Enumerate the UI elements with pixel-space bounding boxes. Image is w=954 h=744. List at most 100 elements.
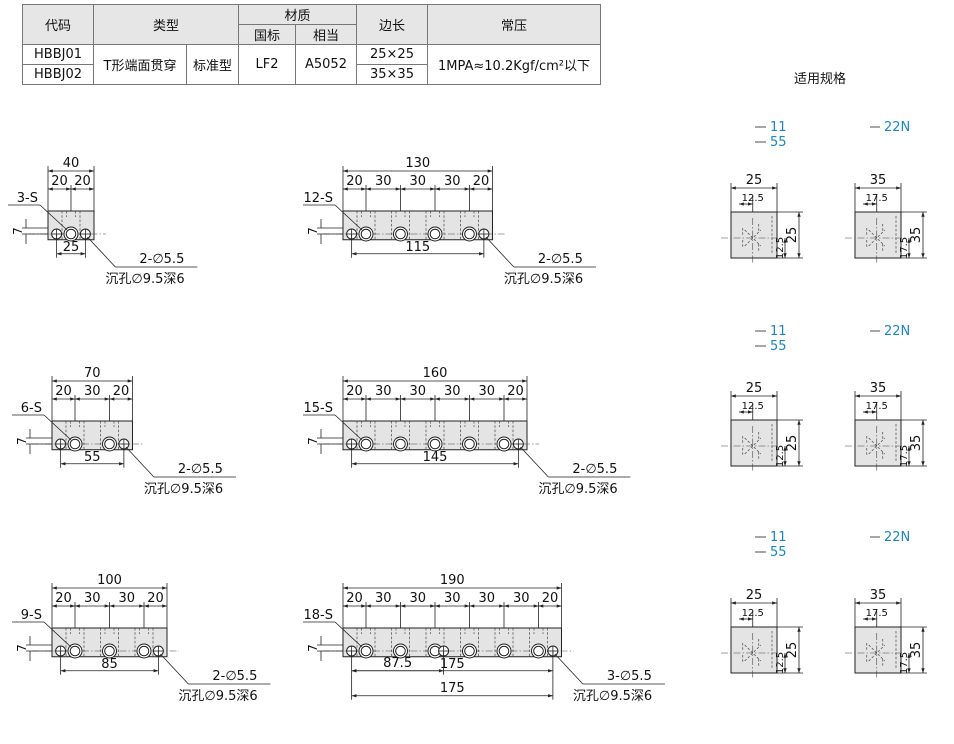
cell-code-2: HBBJ02 [22,64,94,85]
hole-note-label: 3-∅5.5 [607,669,652,684]
dim-side-half: 12.5 [742,401,764,412]
dim-side-half-height: 17.5 [899,237,910,259]
spec-label-22n: 22N [884,324,910,339]
hole-note-label: 2-∅5.5 [212,669,257,684]
dim-total-width: 130 [405,156,430,171]
dim-pitch: 30 [84,591,101,606]
dim-pitch: 20 [507,384,524,399]
side-view-block [854,419,902,467]
dim-pitch: 30 [84,384,101,399]
port-hole-inner [395,645,406,657]
dim-pitch: 20 [55,591,72,606]
port-hole-inner [533,645,544,657]
dim-pitch: 20 [473,174,490,189]
spec-label-55: 55 [770,545,787,560]
port-count-label: 3-S [17,191,38,206]
spec-label-11: 11 [770,120,787,135]
dim-side-half-height: 12.5 [775,237,786,259]
dim-side-half: 12.5 [742,608,764,619]
th-material: 材质 [238,4,357,25]
dim-hole-pitch: 115 [405,240,430,255]
hole-note-label: 2-∅5.5 [178,462,223,477]
hidden-edge [868,229,885,247]
port-hole-inner [429,228,441,240]
dim-mid: 87.5 [383,656,412,671]
manifold-block-6 [342,627,562,658]
side-view-block [730,211,778,259]
port-hole-inner [429,438,441,450]
cell-pressure: 1MPA≈10.2Kgf/cm²以下 [427,44,601,85]
dim-side-width: 35 [870,588,887,603]
dim-total-width: 160 [423,366,448,381]
leader-line [485,236,515,268]
spec-label-55: 55 [770,339,787,354]
counterbore-note-label: 沉孔∅9.5深6 [504,272,583,287]
dim-pitch: 20 [55,384,72,399]
hidden-edge [744,229,761,247]
port-hole-inner [65,228,77,240]
side-view-block [730,419,778,467]
dim-pitch: 30 [444,384,461,399]
port-count-label: 12-S [304,191,334,206]
side-view-block [854,211,902,259]
dim-pitch: 30 [409,174,426,189]
leader-line [125,446,155,478]
port-hole-inner [360,438,372,450]
dim-pitch: 20 [51,174,68,189]
th-code: 代码 [22,4,94,45]
dim-pitch: 20 [74,174,91,189]
port-hole-inner [360,228,372,240]
dim-side-width: 25 [746,588,763,603]
hidden-edge [744,437,761,455]
counterbore-note-label: 沉孔∅9.5深6 [538,482,617,497]
dim-side-width: 35 [870,381,887,396]
counterbore-note-label: 沉孔∅9.5深6 [105,272,184,287]
dim-hole-pitch: 85 [101,657,118,672]
dim-total-width: 70 [84,366,101,381]
leader-line [334,621,363,648]
dim-side-half: 17.5 [866,608,888,619]
port-hole-inner [138,645,150,657]
dim-pitch: 30 [409,384,426,399]
hidden-edge [868,644,885,662]
port-hole-inner [498,438,510,450]
dim-hole-pitch: 25 [63,240,80,255]
leader-line [520,446,549,478]
hidden-edge [744,229,761,247]
hole-note-label: 2-∅5.5 [538,252,583,267]
dim-side-half: 12.5 [742,193,764,204]
dim-side-width: 35 [870,173,887,188]
dim-side-height: 25 [785,435,800,452]
dim-side-half-height: 12.5 [775,445,786,467]
leader-line [43,414,72,441]
dim-total-width: 40 [63,156,80,171]
leader-line [87,236,116,268]
hidden-edge [744,437,761,455]
dim-hole-pitch: 55 [84,450,101,465]
dim-total-width: 100 [97,573,122,588]
port-hole-inner [69,645,81,657]
dim-pitch: 30 [375,591,392,606]
dim-side-height: 35 [909,642,924,659]
hidden-edge [744,644,761,662]
cell-side-2: 35×35 [356,64,428,85]
applicable-spec-title: 适用规格 [794,71,846,87]
hidden-edge [868,437,885,455]
leader-line [43,621,72,648]
dim-edge-7: 7 [306,227,320,235]
dim-side-half-height: 17.5 [899,445,910,467]
dim-pitch: 20 [147,591,164,606]
port-count-label: 15-S [304,401,334,416]
dim-edge-7: 7 [306,437,320,445]
leader-line [334,204,363,231]
dim-total-width: 190 [440,573,465,588]
th-pressure: 常压 [427,4,601,45]
dim-side-height: 25 [785,642,800,659]
cell-type-kind: 标准型 [186,44,239,85]
hidden-edge [868,229,885,247]
dim-edge-7: 7 [15,644,29,652]
dim-edge-7: 7 [11,227,25,235]
th-mat-eq: 相当 [295,24,357,45]
dim-pitch: 20 [542,591,559,606]
dim-hole-pitch: 145 [423,450,448,465]
